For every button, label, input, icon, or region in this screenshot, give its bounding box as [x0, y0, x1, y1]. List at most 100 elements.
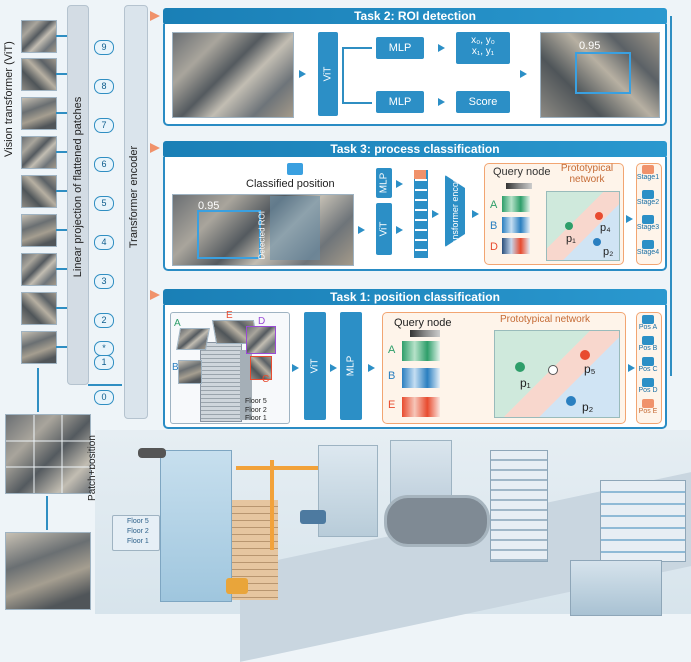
- task1-proto-p1-dot: [515, 362, 525, 372]
- task3-orange-token: [414, 170, 426, 179]
- task3-transformer-block: Transformer encoder: [445, 175, 465, 247]
- task1-query-bar: [410, 330, 440, 337]
- pos-a-label: Pos A: [638, 324, 658, 331]
- task2-mlp-top: MLP: [376, 37, 424, 59]
- task2-arrow-bot: [438, 98, 445, 106]
- token-9: 9: [94, 40, 114, 55]
- pos-d: Pos D: [631, 378, 665, 395]
- token-4: 4: [94, 235, 114, 250]
- patch-photo-3: [21, 253, 57, 286]
- task3-arrow-f: [626, 215, 633, 223]
- task2-branch-bot: [342, 102, 372, 104]
- pos-b-label: Pos B: [638, 345, 658, 352]
- task3-p4-label: p₄: [600, 222, 611, 234]
- task3-mlp-block: MLP: [376, 168, 392, 198]
- connector-4: [56, 229, 68, 231]
- task1-proto-p5-dot: [580, 350, 590, 360]
- crane-arm: [236, 466, 326, 470]
- connector-8: [56, 73, 68, 75]
- task1-proto-p2-dot: [566, 396, 576, 406]
- linear-projection-bar: [67, 5, 89, 385]
- task1-mlp-block: MLP: [340, 312, 362, 420]
- embed-up-arrow: [37, 368, 39, 412]
- task1-p1-label: p₁: [520, 376, 531, 390]
- task1-arrow-c: [368, 364, 375, 372]
- transformer-encoder-bar: [124, 5, 148, 419]
- token-0: 0: [94, 390, 114, 405]
- task3-embed-d: [502, 238, 530, 254]
- pos-c: Pos C: [631, 357, 665, 374]
- task3-query-bar: [506, 183, 532, 189]
- task1-photo-c: [250, 356, 272, 380]
- task2-coords-line1: x₀, y₀: [471, 35, 495, 46]
- task3-embed-b: [502, 217, 530, 233]
- task1-corner-c: C: [262, 374, 270, 385]
- task1-photo-d: [246, 326, 276, 354]
- task3-p1-label: p₁: [566, 233, 576, 245]
- task1-corner-a: A: [174, 318, 181, 329]
- stage-4: Stage4: [631, 240, 665, 257]
- task2-score-box: Score: [456, 91, 510, 113]
- patch-photo-4: [21, 214, 57, 247]
- excavator: [226, 578, 248, 594]
- stadium: [384, 495, 490, 547]
- stage-1: Stage1: [631, 165, 665, 182]
- connector-6: [56, 151, 68, 153]
- task3-proto-p1-dot: [565, 222, 573, 230]
- task2-output-photo: [540, 32, 660, 118]
- task3-letter-d: D: [490, 241, 498, 253]
- task3-input-photo: [172, 194, 354, 266]
- task1-p2-label: p₂: [582, 400, 594, 414]
- task1-arrow-b: [330, 364, 337, 372]
- task1-floor-1: Floor 1: [245, 415, 267, 422]
- patch-photo-8: [21, 58, 57, 91]
- task3-letter-b: B: [490, 220, 498, 232]
- token-line-0: [88, 384, 122, 386]
- task3-arrow-c: [396, 226, 403, 234]
- task1-title: Task 1: position classification: [163, 289, 667, 306]
- patch-photo-1: [21, 331, 57, 364]
- task2-title: Task 2: ROI detection: [163, 8, 667, 25]
- input-up-arrow: [46, 496, 48, 530]
- mid-building-1: [318, 445, 378, 537]
- task3-arrow-b: [396, 180, 403, 188]
- task1-embed-b: [402, 368, 440, 388]
- task1-letter-a: A: [388, 344, 396, 356]
- task3-proto-p4-dot: [595, 212, 603, 220]
- token-5: 5: [94, 196, 114, 211]
- task1-letter-e: E: [388, 399, 396, 411]
- feedback-line: [670, 16, 672, 376]
- pos-a: Pos A: [631, 315, 665, 332]
- task2-vit-block: ViT: [318, 32, 338, 116]
- embedding-photo-grid: [5, 414, 91, 494]
- token-6: 6: [94, 157, 114, 172]
- task2-mlp-bottom: MLP: [376, 91, 424, 113]
- input-image: [5, 532, 91, 610]
- task1-building-right: [240, 350, 252, 420]
- task2-branch: [342, 47, 344, 103]
- stage-2: Stage2: [631, 190, 665, 207]
- patch-photo-7: [21, 97, 57, 130]
- task3-token-column: [414, 170, 428, 258]
- task1-photo-b: [178, 360, 202, 384]
- truck: [300, 510, 326, 524]
- task1-query-node-label: Query node: [394, 317, 452, 329]
- task3-arrow-a: [358, 226, 365, 234]
- task2-input-photo: [172, 32, 294, 118]
- task2-branch-top: [342, 47, 372, 49]
- token-8: 8: [94, 79, 114, 94]
- task1-corner-b: B: [172, 362, 179, 373]
- task3-vit-block: ViT: [376, 203, 392, 255]
- patch-photo-6: [21, 136, 57, 169]
- stage-3: Stage3: [631, 215, 665, 232]
- stage-3-label: Stage3: [636, 224, 660, 231]
- task1-floor-5: Floor 5: [245, 398, 267, 405]
- task2-coords-line2: x₁, y₁: [471, 46, 495, 57]
- patch-photo-5: [21, 175, 57, 208]
- task1-arrow-d: [628, 364, 635, 372]
- task1-p5-label: p₅: [584, 362, 596, 376]
- glass-tower: [160, 450, 232, 602]
- token-star: *: [94, 341, 114, 356]
- task1-arrow-a: [292, 364, 299, 372]
- task2-conf-label: 0.95: [579, 40, 601, 52]
